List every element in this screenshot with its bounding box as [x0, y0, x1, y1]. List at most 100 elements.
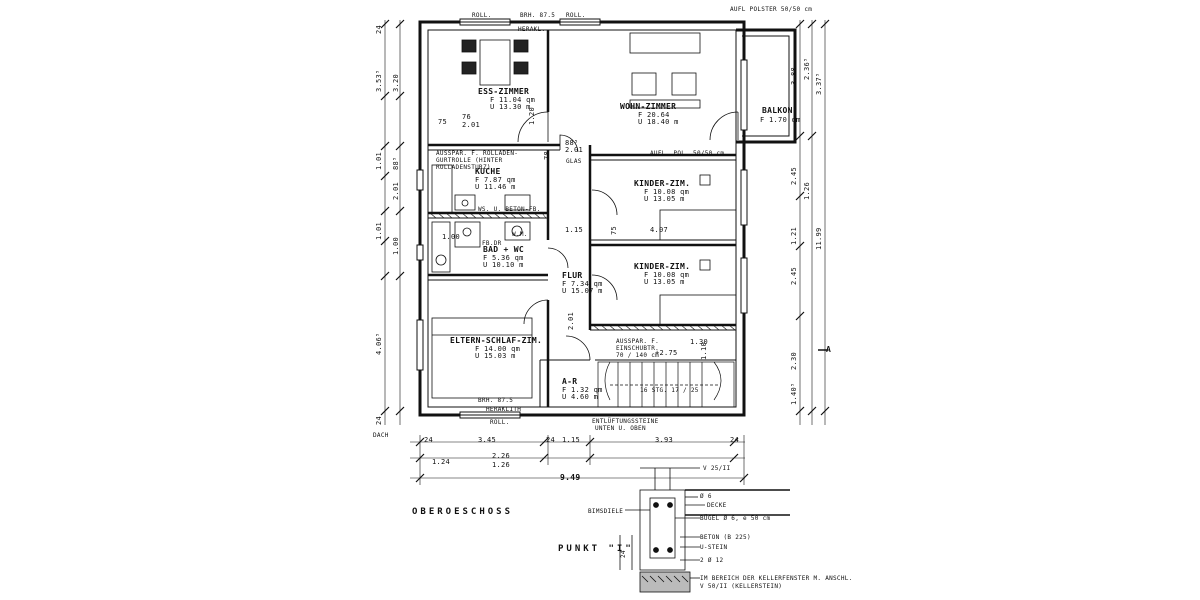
detail-note-1: IM BEREICH DER KELLERFENSTER M. ANSCHL. — [700, 575, 853, 582]
dim-right-8: 2.30 — [790, 351, 798, 370]
room-area-bad-wc: F 5.36 qm — [483, 254, 524, 262]
dim-inner-7: 75 — [610, 225, 618, 235]
dach-label: DACH — [373, 432, 389, 439]
dim-left-8: 4.06⁵ — [375, 332, 383, 355]
detail-bimsdiele: BIMSDIELE — [588, 508, 624, 515]
hatched-walls — [429, 212, 736, 331]
room-perimeter-bad-wc: U 10.10 m — [483, 261, 524, 269]
dim-right-7: 1.26 — [803, 181, 811, 200]
dim-inner-4: 1.20 — [528, 106, 536, 125]
dim-left-7: 1.00 — [392, 236, 400, 255]
room-label-ess-zimmer: ESS-ZIMMER — [478, 87, 530, 96]
windows — [416, 18, 748, 419]
detail-title: PUNKT "I" — [558, 544, 634, 554]
detail-phi6: Ø 6 — [700, 493, 712, 500]
fb-dr-label: FB.DR — [482, 240, 502, 247]
dim-left-10: 24 — [375, 24, 383, 34]
dim-inner-12: 88⁵ — [565, 139, 579, 147]
roll-label-bottom: ROLL. — [490, 419, 510, 426]
room-perimeter-kinder-zim-1: U 13.05 m — [644, 195, 685, 203]
stair-label: 16 STG. 17 / 25 — [640, 387, 699, 394]
einschub-mass-label: 70 / 140 cm — [616, 352, 660, 359]
room-area-kinder-zim-2: F 10.08 qm — [644, 271, 690, 279]
detail-buegel: BÜGEL Ø 6, e 50 cm — [700, 515, 771, 522]
dim-right-9: 1.40⁵ — [790, 382, 798, 405]
room-perimeter-flur: U 15.07 m — [562, 287, 603, 295]
dim-right-5: 1.21 — [790, 226, 798, 245]
room-label-bad-wc: BAD + WC — [483, 245, 524, 254]
lueftung-label-1: ENTLÜFTUNGSSTEINE — [592, 418, 659, 425]
dim-bottom-2: 3.45 — [478, 436, 497, 444]
dim-inner-14: 1.00 — [442, 233, 461, 241]
roll-label-top-2: ROLL. — [566, 12, 586, 19]
room-area-flur: F 7.34 qm — [562, 280, 603, 288]
room-perimeter-wohn-zimmer: U 18.40 m — [638, 118, 679, 126]
furniture — [431, 32, 737, 399]
dim-inner-11: 1.10 — [700, 341, 708, 360]
dim-inner-13: 78 — [543, 150, 551, 160]
detail-beton: BETON (B 225) — [700, 534, 751, 541]
ws-beton-label: WS. U. BETON-FB. — [478, 206, 541, 213]
gurtrolle-label: GURTROLLE (HINTER — [436, 157, 503, 164]
aussparung-einschub-label: AUSSPAR. F. — [616, 338, 660, 345]
detail-note-2: V 50/II (KELLERSTEIN) — [700, 583, 783, 590]
detail-decke: DECKE — [707, 502, 727, 509]
dim-total: 9.49 — [560, 473, 581, 482]
dimension-lines — [380, 19, 830, 485]
room-area-wohn-zimmer: F 20.64 — [638, 111, 670, 119]
dim-right-1: 3.88 — [790, 66, 798, 85]
dim-bottom-6: 24 — [730, 436, 740, 444]
room-area-ess-zimmer: F 11.04 qm — [490, 96, 536, 104]
staircase — [597, 361, 735, 408]
aufl-pol-label: AUFL. POL. 50/50 cm — [650, 150, 725, 157]
brh-label-bottom: BRH. 87.5 — [478, 397, 514, 404]
room-perimeter-ess-zimmer: U 13.30 m — [490, 103, 531, 111]
room-perimeter-kinder-zim-2: U 13.05 m — [644, 278, 685, 286]
room-label-a-r: A-R — [562, 377, 578, 386]
dim-inner-2: 76 — [462, 113, 472, 121]
dim-inner-15: 2.01 — [565, 146, 584, 154]
dim-bottom-7: 1.24 — [432, 458, 451, 466]
dim-right-6: 2.45 — [790, 266, 798, 285]
room-area-eltern-schlaf-zim: F 14.00 qm — [475, 345, 521, 353]
heraklith-label-bottom: HERAKLITH — [486, 406, 522, 413]
detail-phi12: 2 Ø 12 — [700, 557, 724, 564]
dim-inner-5: 1.15 — [565, 226, 584, 234]
room-label-wohn-zimmer: WOHN-ZIMMER — [620, 102, 677, 111]
room-label-balkon: BALKON — [762, 106, 793, 115]
room-area-balkon: F 1.70 qm — [760, 116, 801, 124]
dim-bottom-5: 3.93 — [655, 436, 674, 444]
room-perimeter-eltern-schlaf-zim: U 15.03 m — [475, 352, 516, 360]
section-marker: A — [826, 345, 832, 354]
inner-walls — [428, 30, 736, 407]
dim-bottom-8: 2.26 — [492, 452, 511, 460]
dim-inner-3: 2.01 — [462, 121, 481, 129]
glas-label-1: GLAS — [566, 158, 582, 165]
heraklith-label-top: HERAKL. — [518, 26, 546, 33]
roll-label-top-1: ROLL. — [472, 12, 492, 19]
room-label-kueche: KUCHE — [475, 167, 501, 176]
dim-left-6: 1.01 — [375, 221, 383, 240]
dim-inner-9: 1.30 — [690, 338, 709, 346]
room-perimeter-kueche: U 11.46 m — [475, 183, 516, 191]
dim-right-total: 11.99 — [815, 227, 823, 250]
dim-left-5: 2.01 — [392, 181, 400, 200]
dim-right-4: 2.45 — [790, 166, 798, 185]
room-label-flur: FLUR — [562, 271, 583, 280]
dim-right-3: 3.37⁵ — [815, 72, 823, 95]
drawing-title: OBEROESCHOSS — [412, 507, 514, 517]
dim-right-2: 2.36⁵ — [803, 57, 811, 80]
dim-bottom-1: 24 — [424, 436, 434, 444]
dim-left-2: 3.20 — [392, 73, 400, 92]
dim-inner-1: 75 — [438, 118, 448, 126]
lueftung-label-2: UNTEN U. OBEN — [595, 425, 646, 432]
brh-label-top: BRH. 87.5 — [520, 12, 556, 19]
room-area-kueche: F 7.87 qm — [475, 176, 516, 184]
dim-bottom-9: 1.26 — [492, 461, 511, 469]
dim-inner-6: 4.07 — [650, 226, 669, 234]
wm-label: W.M. — [512, 231, 528, 238]
dim-bottom-4: 1.15 — [562, 436, 581, 444]
rolladensturz-label: ROLLADENSTURZ) — [436, 164, 491, 171]
dim-left-3: 1.01 — [375, 151, 383, 170]
